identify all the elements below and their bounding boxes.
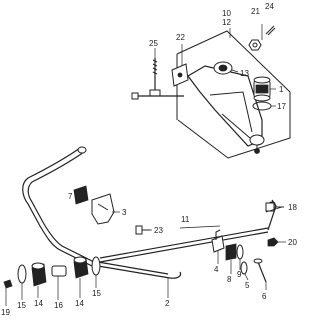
callout-14-right: 14 — [75, 299, 84, 308]
callout-17: 17 — [277, 102, 286, 111]
control-arm-assembly — [131, 25, 291, 159]
callout-10: 10 — [222, 9, 231, 18]
control-arm-rib-2 — [221, 113, 251, 139]
callout-16: 16 — [54, 301, 63, 310]
callout-11: 11 — [181, 215, 190, 224]
nut-20 — [267, 237, 279, 247]
radius-rod-inner — [99, 227, 269, 259]
callout-6: 6 — [262, 292, 267, 301]
callout-21: 21 — [251, 7, 260, 16]
bracket-3 — [91, 193, 115, 225]
control-arm — [187, 65, 263, 147]
long-bolt — [131, 92, 184, 100]
callout-labels: 10 12 21 24 22 25 13 1 17 18 11 23 7 3 4… — [1, 2, 297, 317]
stabilizer-link — [97, 265, 182, 279]
bushing-14-right — [73, 256, 89, 279]
callout-24: 24 — [265, 2, 274, 11]
stabilizer-link-inner — [97, 261, 169, 275]
callout-7: 7 — [68, 192, 73, 201]
callout-8: 8 — [227, 275, 232, 284]
callout-20: 20 — [288, 238, 297, 247]
callout-12: 12 — [222, 18, 231, 27]
callout-4: 4 — [214, 265, 219, 274]
parts-diagram-svg: 10 12 21 24 22 25 13 1 17 18 11 23 7 3 4… — [1, 2, 297, 317]
stabilizer-assembly — [3, 146, 284, 289]
callout-23: 23 — [154, 226, 163, 235]
callout-3: 3 — [122, 208, 127, 217]
callout-15-right: 15 — [92, 289, 101, 298]
nut-21 — [248, 39, 262, 51]
bushing-1 — [253, 76, 271, 102]
callout-2: 2 — [165, 299, 170, 308]
callout-9: 9 — [237, 270, 242, 279]
callout-19: 19 — [1, 308, 10, 317]
bolt-6 — [253, 258, 267, 283]
bolt-25 — [149, 58, 161, 97]
assembly-frame — [176, 30, 291, 159]
callout-25: 25 — [149, 39, 158, 48]
cotter-pin-24 — [265, 25, 276, 36]
callout-5: 5 — [245, 281, 250, 290]
stabilizer-bar-end — [77, 146, 87, 154]
circlip-17 — [252, 101, 272, 111]
parts-diagram: 10 12 21 24 22 25 13 1 17 18 11 23 7 3 4… — [1, 2, 297, 317]
nut-19 — [3, 279, 13, 289]
callout-15-left: 15 — [17, 301, 26, 310]
spacer-16 — [51, 265, 67, 277]
leader-lines — [5, 24, 286, 306]
bushing-7 — [73, 185, 89, 205]
washer-5 — [240, 261, 248, 275]
washer-15-right — [91, 256, 101, 276]
stabilizer-bar-inner — [27, 151, 99, 265]
washer-22 — [171, 63, 189, 87]
stabilizer-bar — [22, 147, 97, 269]
callout-18: 18 — [288, 203, 297, 212]
bracket-4 — [211, 229, 225, 253]
callout-1: 1 — [279, 85, 284, 94]
callout-13: 13 — [240, 69, 249, 78]
radius-rod — [99, 231, 269, 263]
bushing-14-left — [31, 262, 47, 287]
bushing-8 — [225, 243, 237, 261]
control-arm-rib — [209, 91, 253, 133]
ball-joint — [249, 134, 265, 154]
washer-15-left — [17, 264, 27, 284]
washer-9 — [236, 244, 244, 260]
callout-14-left: 14 — [34, 299, 43, 308]
bushing-13 — [213, 61, 233, 75]
callout-22: 22 — [176, 33, 185, 42]
